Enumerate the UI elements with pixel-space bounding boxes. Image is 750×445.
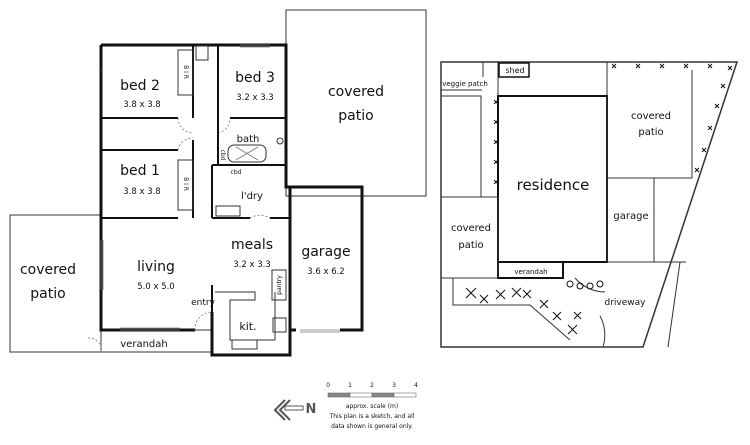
- disclaimer-line2: data shown is general only.: [331, 423, 413, 430]
- scale-seg-3: [371, 392, 395, 398]
- scale-label: approx. scale (m): [346, 403, 398, 410]
- scale-tick: 0: [326, 382, 330, 389]
- north-arrow-icon: N: [273, 399, 317, 421]
- kitchen-bench: [215, 291, 276, 341]
- room-size-meals: 3.2 x 3.3: [233, 260, 270, 270]
- pantry-label: pantry: [276, 275, 283, 295]
- site-boundary: [440, 61, 739, 348]
- patio-left-line2: patio: [30, 286, 65, 302]
- site-label-residence: residence: [517, 176, 590, 194]
- bir-label-bed1: B I R: [182, 177, 189, 191]
- cbd-label-bath: cbd: [219, 150, 226, 161]
- site-patio-right-line1: covered: [631, 111, 671, 122]
- patio-left-line1: covered: [20, 262, 76, 278]
- site-shed: [498, 62, 530, 78]
- site-patio-left-line1: covered: [451, 223, 491, 234]
- bir-label-bed2: B I R: [182, 65, 189, 79]
- house-floor-plan: bed 2 3.8 x 3.8 bed 3 3.2 x 3.3 bath bed…: [9, 9, 427, 357]
- bathtub: [227, 144, 267, 163]
- patio-top-line2: patio: [338, 108, 373, 124]
- site-label-garage: garage: [613, 211, 648, 222]
- room-label-bed1: bed 1: [120, 163, 160, 179]
- sink: [231, 339, 258, 350]
- room-size-bed1: 3.8 x 3.8: [123, 187, 160, 197]
- cooktop: [272, 317, 287, 333]
- room-label-living: living: [137, 259, 175, 275]
- site-patio-right-line2: patio: [638, 127, 663, 138]
- site-label-verandah: verandah: [514, 268, 547, 276]
- disclaimer-line1: This plan is a sketch, and all: [329, 413, 415, 420]
- pantry-cupboard: [271, 269, 287, 301]
- site-patio-left: [440, 196, 499, 279]
- site-label-veggie-patch: veggie patch: [442, 80, 488, 88]
- room-label-garage: garage: [301, 244, 350, 260]
- covered-patio-top-outline: [285, 9, 427, 197]
- room-label-meals: meals: [231, 237, 273, 253]
- room-label-laundry: l'dry: [241, 191, 263, 202]
- bed1-wardrobe: [177, 159, 194, 211]
- bed2-wardrobe: [177, 49, 194, 96]
- exterior-walls: [99, 43, 364, 357]
- room-label-bed3: bed 3: [235, 70, 275, 86]
- site-label-shed: shed: [505, 66, 524, 75]
- scale-seg-1: [327, 392, 351, 398]
- room-label-entry: entry: [191, 298, 215, 308]
- room-size-living: 5.0 x 5.0: [137, 282, 174, 292]
- scale-seg-4: [393, 392, 417, 398]
- patio-top-line1: covered: [328, 84, 384, 100]
- site-label-driveway: driveway: [605, 298, 647, 308]
- scale-tick: 3: [392, 382, 396, 389]
- room-label-bath: bath: [237, 134, 260, 145]
- cbd-label: cbd: [231, 169, 242, 176]
- scale-tick: 2: [370, 382, 374, 389]
- room-label-verandah: verandah: [120, 339, 167, 350]
- scale-tick: 4: [414, 382, 418, 389]
- room-size-bed3: 3.2 x 3.3: [236, 93, 273, 103]
- room-label-kitchen: kit.: [239, 320, 256, 333]
- covered-patio-left-outline: [9, 214, 102, 353]
- site-patio-left-line2: patio: [458, 240, 483, 251]
- room-label-bed2: bed 2: [120, 78, 160, 94]
- site-plan: residence garage shed veggie patch veran…: [440, 61, 739, 348]
- toilet: [195, 45, 209, 61]
- scale-tick: 1: [348, 382, 352, 389]
- plants: [465, 63, 733, 335]
- basin: [276, 137, 284, 145]
- scale-legend: N 0 1 2 3 4 approx. scale (m) This plan …: [273, 382, 418, 430]
- room-size-garage: 3.6 x 6.2: [307, 267, 344, 277]
- room-size-bed2: 3.8 x 3.8: [123, 100, 160, 110]
- north-label: N: [306, 402, 317, 417]
- laundry-tub: [215, 205, 241, 217]
- scale-seg-2: [349, 392, 373, 398]
